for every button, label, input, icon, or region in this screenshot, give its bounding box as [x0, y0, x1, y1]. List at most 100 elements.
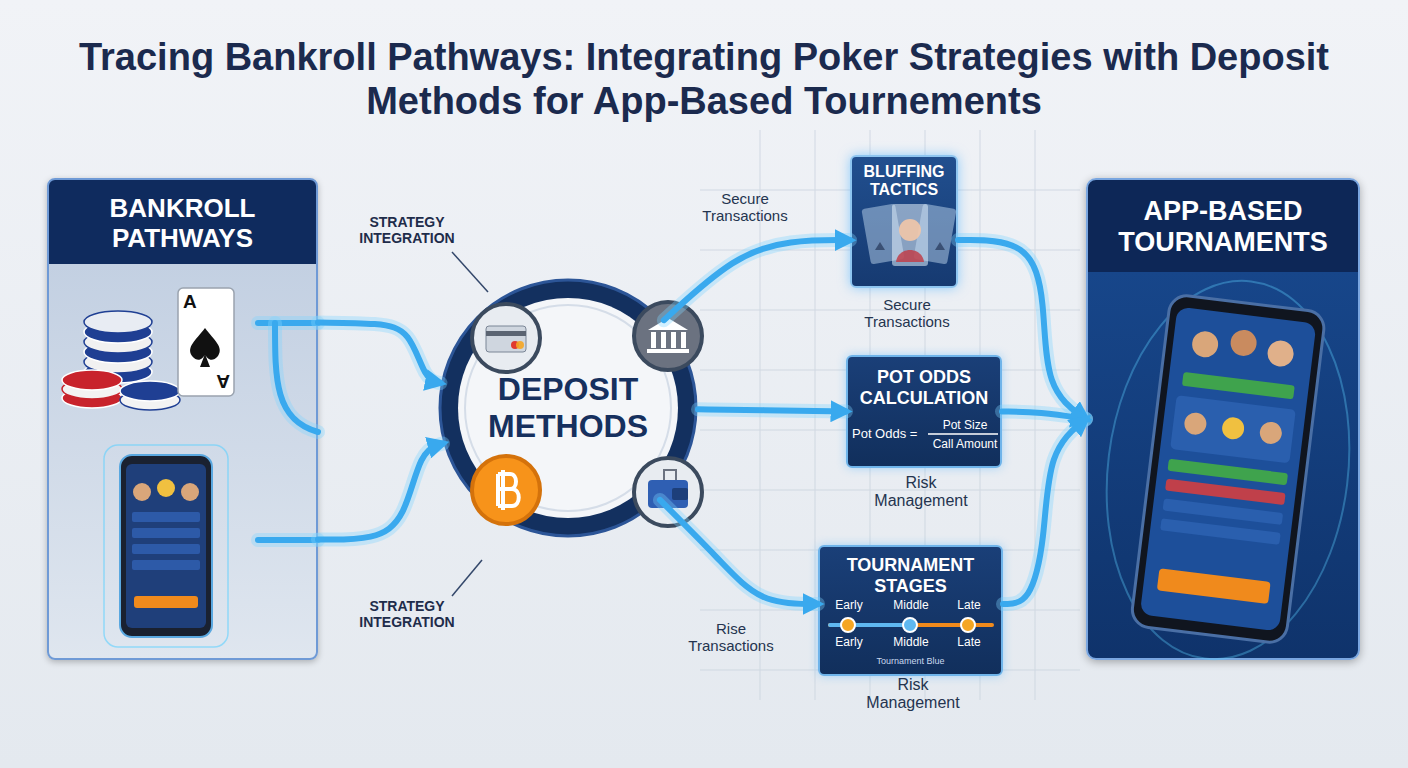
phone-illustration: [134, 596, 198, 608]
credit-card-icon: [472, 304, 540, 372]
phone-illustration: [157, 479, 175, 497]
tournament-panel: APP-BASED TOURNAMENTS: [1086, 178, 1360, 660]
annotation-label: STRATEGY INTEGRATION: [348, 598, 466, 630]
phone-illustration: [1183, 411, 1208, 436]
phone-illustration: [1086, 267, 1371, 673]
stage-slider: [903, 618, 917, 632]
edge-label: Secure Transactions: [690, 190, 800, 225]
stage-slider: [961, 618, 975, 632]
node-title: TOURNAMENT STAGES: [820, 555, 1001, 596]
phone-illustration: [132, 512, 200, 522]
poker-chips: [62, 388, 122, 408]
edge-glow: [318, 323, 440, 383]
flow-arrow: [660, 500, 818, 604]
leader-line: [452, 252, 488, 292]
phone-illustration: [1140, 307, 1317, 632]
node-title: POT ODDS CALCULATION: [848, 367, 1000, 408]
flow-stub: [258, 537, 318, 543]
bluffing-cards: [896, 250, 924, 262]
edge-glow: [698, 409, 846, 411]
phone-illustration: [132, 528, 200, 538]
phone-illustration: [104, 445, 228, 647]
wallet-icon: [634, 458, 702, 526]
credit-card-icon: [472, 304, 540, 372]
wallet-icon: [648, 480, 688, 508]
phone-illustration: [1130, 294, 1326, 645]
phone-illustration: [1221, 416, 1246, 441]
edge-glow: [664, 240, 850, 320]
bitcoin-icon: [498, 470, 519, 510]
node-text: Early: [823, 599, 875, 613]
grid-lines: [700, 310, 1080, 311]
node-text: Middle: [885, 636, 937, 650]
poker-chips: [84, 351, 152, 373]
playing-card: [190, 328, 220, 367]
phone-illustration: [132, 560, 200, 570]
grid-lines: [760, 130, 761, 700]
flow-arrow: [1003, 419, 1086, 604]
credit-card-icon: [486, 326, 526, 352]
bank-icon: [647, 349, 689, 353]
stage-slider: [830, 623, 992, 627]
annotation-label: STRATEGY INTEGRATION: [348, 214, 466, 246]
phone-illustration: [1163, 498, 1284, 525]
bluffing-cards: [861, 203, 956, 266]
node-title: BLUFFING TACTICS: [852, 163, 956, 200]
bank-icon: [681, 332, 686, 348]
fraction-bar: [928, 433, 998, 435]
flow-arrow: [664, 240, 850, 320]
credit-card-icon: [516, 341, 524, 349]
poker-chips: [120, 381, 180, 401]
annotation-label: Risk Management: [866, 474, 976, 511]
node-title: DEPOSIT METHODS: [468, 371, 668, 445]
edge-glow: [1003, 419, 1086, 604]
circle-face: [458, 298, 678, 518]
grid-lines: [1035, 130, 1036, 700]
diagram-title: Tracing Bankroll Pathways: Integrating P…: [74, 35, 1334, 123]
flow-arrow: [698, 409, 846, 411]
flow-arrow: [318, 443, 443, 539]
annotation-label: Secure Transactions: [852, 296, 962, 331]
annotation-label: Risk Management: [858, 676, 968, 713]
edge-glow: [318, 443, 443, 539]
node-text: Late: [943, 599, 995, 613]
stage-slider: [841, 618, 855, 632]
playing-card: [178, 288, 234, 396]
node-text: Early: [823, 636, 875, 650]
edge-glow: [1002, 412, 1086, 420]
phone-illustration: [1167, 459, 1288, 486]
node-title: APP-BASED TOURNAMENTS: [1088, 196, 1358, 258]
circle-ring: [440, 280, 696, 536]
phone-illustration: [120, 455, 212, 637]
edge-glow: [660, 500, 818, 604]
node-text: Pot Size: [928, 419, 1002, 433]
stage-slider: [830, 618, 992, 632]
poker-chips: [62, 379, 122, 399]
leader-line: [452, 252, 488, 596]
credit-card-icon: [511, 341, 519, 349]
strategy-box: BLUFFING TACTICS: [850, 155, 958, 288]
flow-stub: [258, 316, 318, 330]
poker-chips: [62, 311, 180, 410]
edge-label: Rise Transactions: [676, 620, 786, 655]
phone-illustration: [132, 544, 200, 554]
phone-illustration: [1191, 330, 1220, 359]
bank-icon: [671, 332, 676, 348]
bank-icon: [661, 332, 666, 348]
bluffing-cards: [892, 204, 928, 266]
bitcoin-icon: [472, 456, 540, 524]
grid-lines: [815, 130, 816, 700]
node-text: Middle: [885, 599, 937, 613]
deposit-circle: DEPOSIT METHODS: [438, 278, 698, 538]
bank-icon: [648, 318, 688, 330]
stage-slider: [830, 623, 910, 627]
node-text: Late: [943, 636, 995, 650]
fraction-bar: [928, 434, 998, 435]
flow-arrow: [318, 323, 440, 383]
phone-illustration: [181, 483, 199, 501]
bluffing-cards: [935, 242, 945, 250]
phone-illustration: [1229, 328, 1258, 357]
flow-arrow: [958, 240, 1086, 419]
